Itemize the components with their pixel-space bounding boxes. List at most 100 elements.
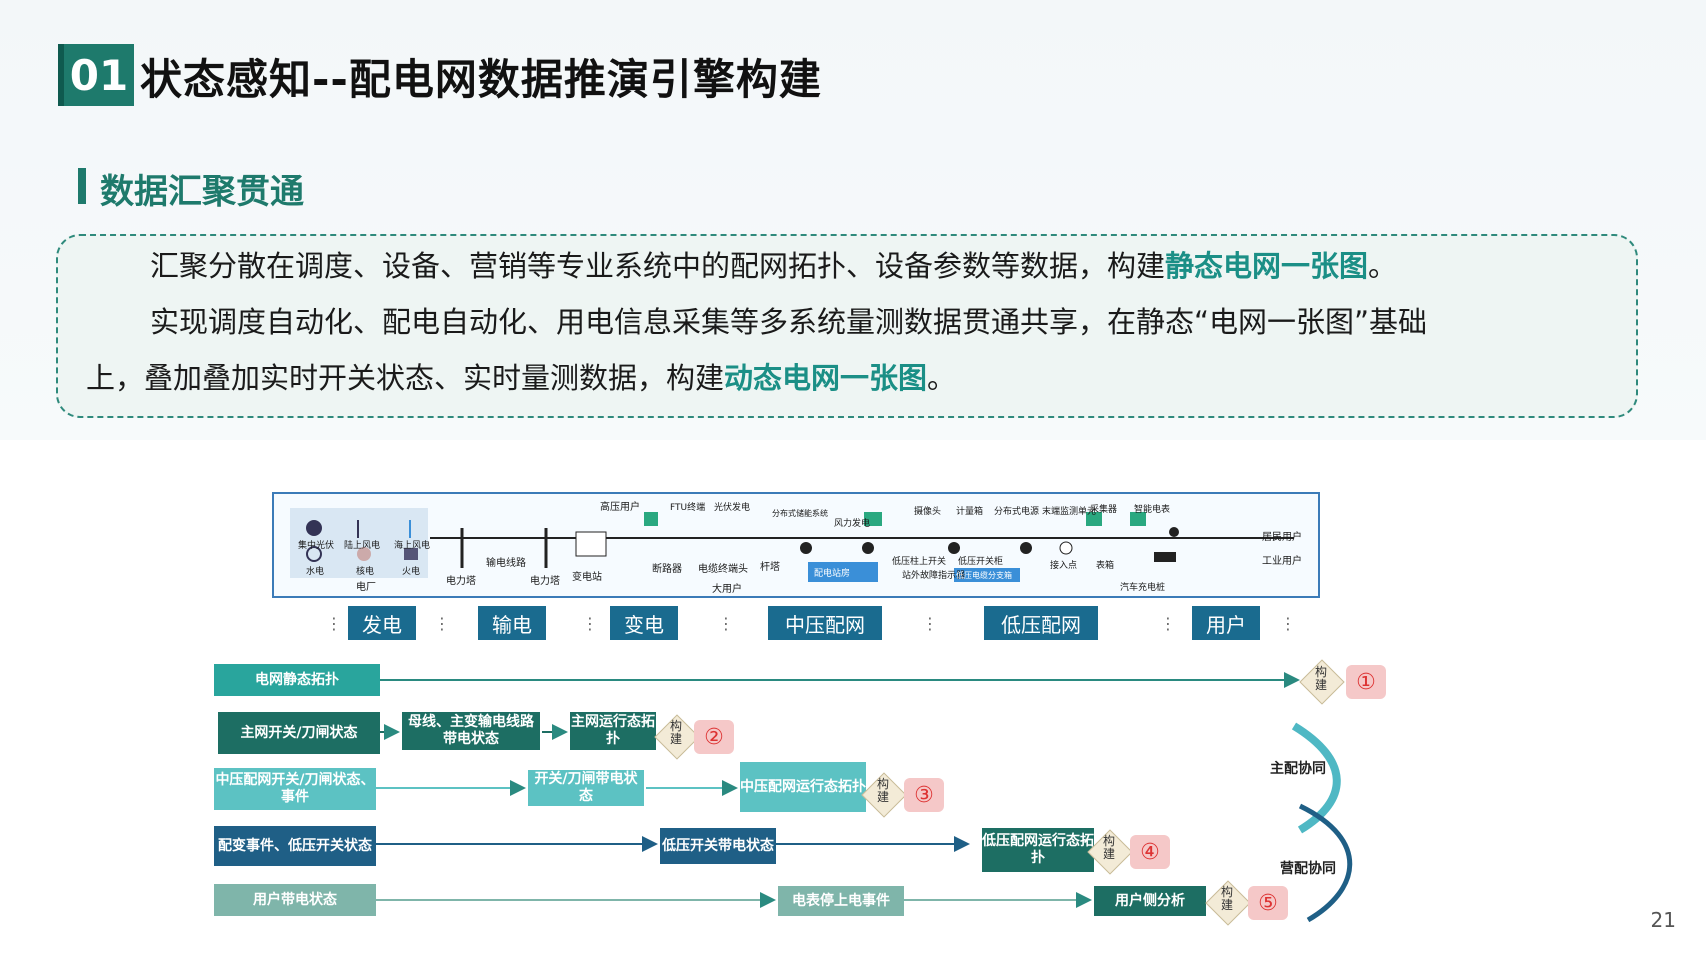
label-smart-meter: 智能电表 [1134, 505, 1171, 515]
stage-lv-grid: 低压配网 [984, 606, 1098, 640]
dynamic-grid-highlight: 动态电网一张图 [724, 361, 928, 395]
label-substation: 变电站 [572, 572, 602, 583]
label-trans-line: 输电线路 [486, 558, 526, 569]
label-end-monitor: 末端监测单元 [1042, 507, 1097, 517]
grid-topology-strip: 电厂 集中光伏 陆上风电 海上风电 水电 核电 火电 电力塔 输电线路 电力塔 … [272, 492, 1320, 598]
collector-icon [1086, 512, 1102, 526]
switch-icon [1020, 542, 1032, 554]
solar-icon [306, 520, 322, 536]
summary-box [56, 234, 1638, 418]
page-number: 21 [1650, 908, 1676, 932]
flow-user-live-state: 用户带电状态 [214, 884, 376, 916]
label-breaker: 断路器 [652, 564, 682, 575]
stage-separator: ⋮ [326, 614, 342, 633]
stage-user: 用户 [1192, 606, 1260, 640]
factory-icon [1154, 552, 1176, 562]
label-dist-power: 分布式电源 [994, 507, 1040, 517]
static-grid-highlight: 静态电网一张图 [1165, 249, 1369, 283]
flow-transformer-events: 配变事件、低压开关状态 [214, 826, 376, 866]
label-thermal: 火电 [402, 567, 421, 577]
label-tower-1: 电力塔 [446, 576, 476, 587]
paragraph-1: 汇聚分散在调度、设备、营销等专业系统中的配网拓扑、设备参数等数据，构建静态电网一… [150, 246, 1397, 286]
topology-drawing [290, 508, 1294, 582]
step-2-badge: ② [694, 720, 734, 754]
dist-room-icon [808, 562, 878, 582]
step-4-badge: ④ [1130, 835, 1170, 869]
flow-static-topology: 电网静态拓扑 [214, 664, 380, 696]
label-wind-gen: 风力发电 [834, 519, 871, 529]
stage-separator: ⋮ [1160, 614, 1176, 633]
label-ev-charger: 汽车充电桩 [1120, 583, 1166, 593]
build-label: 构建 [1314, 665, 1327, 692]
label-resident: 居民用户 [1262, 532, 1302, 543]
label-access-point: 接入点 [1050, 561, 1078, 571]
flow-lv-switch-live: 低压开关带电状态 [660, 828, 776, 864]
substation-icon [575, 531, 607, 557]
label-industry: 工业用户 [1262, 556, 1302, 567]
paragraph-3-end: 。 [927, 361, 957, 395]
label-dist-room: 配电站房 [814, 569, 851, 579]
stage-separator: ⋮ [434, 614, 450, 633]
switch-icon [862, 542, 874, 554]
paragraph-1-end: 。 [1368, 249, 1398, 283]
flow-lv-run-topology: 低压配网运行态拓扑 [982, 828, 1094, 872]
label-pv-gen: 光伏发电 [714, 503, 751, 513]
label-hydro: 水电 [306, 567, 325, 577]
switch-icon [800, 542, 812, 554]
resident-icon [1169, 527, 1179, 537]
marketing-dist-coordination: 营配协同 [1280, 861, 1336, 877]
flow-main-run-topology: 主网运行态拓扑 [570, 712, 656, 750]
switch-icon [948, 542, 960, 554]
paragraph-3: 上，叠加叠加实时开关状态、实时量测数据，构建动态电网一张图。 [86, 358, 956, 398]
flow-user-side-analysis: 用户侧分析 [1094, 886, 1206, 916]
step-5-badge: ⑤ [1248, 886, 1288, 920]
flow-bus-live-state: 母线、主变输电线路带电状态 [402, 712, 540, 750]
camera-icon [864, 512, 882, 526]
label-meter: 表箱 [1096, 561, 1115, 571]
label-pole: 杆塔 [760, 562, 780, 573]
paragraph-1-text: 汇聚分散在调度、设备、营销等专业系统中的配网拓扑、设备参数等数据，构建 [150, 249, 1166, 283]
main-dist-coordination: 主配协同 [1270, 761, 1326, 777]
label-lv-switch: 低压柱上开关 [892, 557, 947, 567]
label-power-plant: 电厂 [356, 582, 376, 593]
flow-mv-switch-events: 中压配网开关/刀闸状态、事件 [214, 768, 376, 810]
paragraph-3-text: 上，叠加叠加实时开关状态、实时量测数据，构建 [86, 361, 725, 395]
meter-icon [1130, 512, 1146, 526]
stage-separator: ⋮ [718, 614, 734, 633]
step-1-badge: ① [1346, 665, 1386, 699]
paragraph-2: 实现调度自动化、配电自动化、用电信息采集等多系统量测数据贯通共享，在静态“电网一… [150, 305, 1428, 339]
label-hv-user: 高压用户 [600, 502, 640, 513]
flow-meter-outage-events: 电表停上电事件 [778, 886, 904, 916]
nuclear-icon [357, 547, 371, 561]
label-camera: 摄像头 [914, 507, 942, 517]
stage-separator: ⋮ [582, 614, 598, 633]
label-offshore-wind: 海上风电 [394, 541, 431, 551]
label-ftu: FTU终端 [670, 503, 706, 513]
stage-mv-grid: 中压配网 [768, 606, 882, 640]
label-lv-cabinet: 低压开关柜 [958, 557, 1004, 567]
hydro-icon [306, 546, 322, 562]
build-label: 构建 [669, 719, 682, 746]
label-fault-indicator: 站外故障指示器 [902, 571, 966, 581]
build-label: 构建 [1220, 885, 1233, 912]
stage-generation: 发电 [348, 606, 416, 640]
stage-transmission: 输电 [478, 606, 546, 640]
access-icon [1059, 541, 1073, 555]
plant-panel [290, 508, 428, 578]
label-dist-storage: 分布式储能系统 [772, 509, 828, 518]
label-cable-head: 电缆终端头 [698, 564, 748, 575]
label-solar: 集中光伏 [298, 541, 335, 551]
lv-branch-icon [954, 568, 1020, 582]
flow-mv-run-topology: 中压配网运行态拓扑 [740, 762, 866, 812]
label-onshore-wind: 陆上风电 [344, 541, 381, 551]
flow-switch-live-state: 开关/刀闸带电状态 [528, 770, 644, 806]
thermal-icon [404, 548, 418, 560]
page-title: 状态感知--配电网数据推演引擎构建 [140, 55, 822, 104]
step-3-badge: ③ [904, 778, 944, 812]
label-nuclear: 核电 [356, 567, 375, 577]
title-number: 01 [58, 44, 134, 106]
section-title: 数据汇聚贯通 [100, 172, 304, 212]
flow-main-switch-state: 主网开关/刀闸状态 [218, 712, 380, 754]
section-bar [78, 168, 86, 204]
label-collector: 采集器 [1090, 505, 1118, 515]
